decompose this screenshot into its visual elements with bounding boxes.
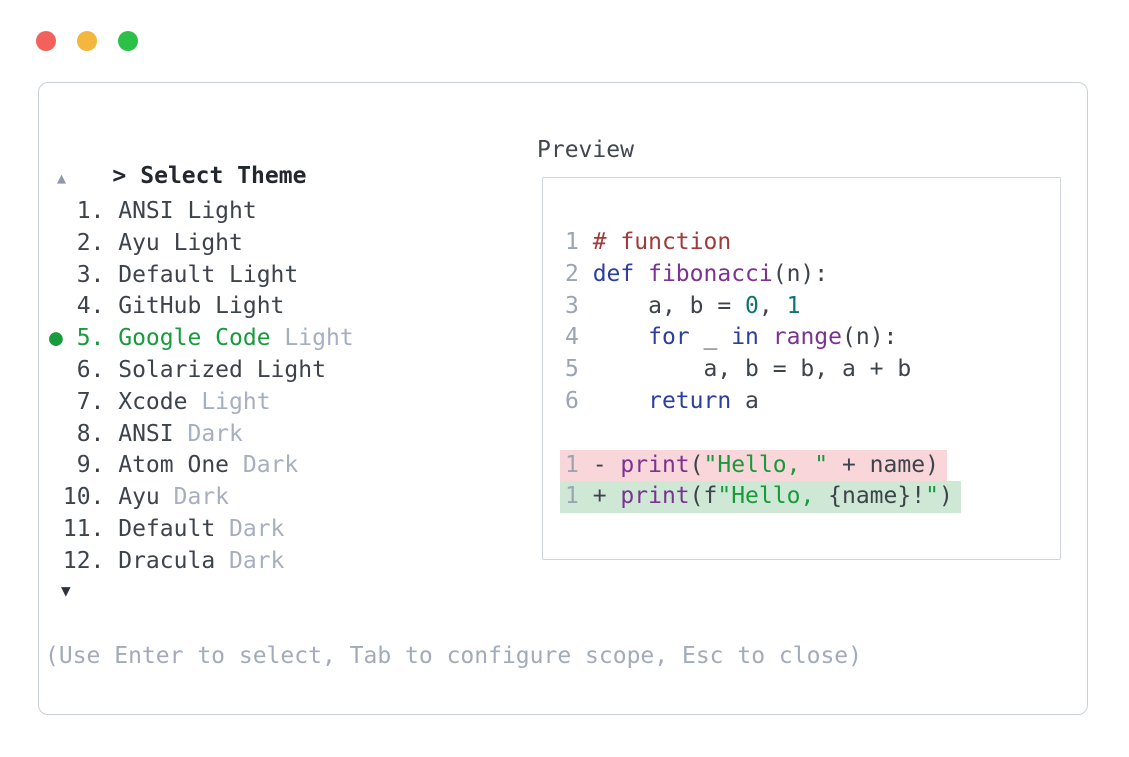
theme-option-4[interactable]: 4. GitHub Light (49, 291, 354, 323)
theme-list: 1. ANSI Light 2. Ayu Light 3. Default Li… (49, 196, 354, 578)
dialog-title: Select Theme (140, 163, 307, 189)
code-token-st: "Hello, " (703, 451, 829, 478)
code-line-2: 2 def fibonacci(n): (565, 259, 828, 291)
code-token-fn: print (620, 451, 690, 478)
theme-option-label: ● 5. Google Code (49, 325, 285, 352)
theme-option-12[interactable]: 12. Dracula Dark (49, 546, 354, 578)
code-token-pl: + name) (828, 451, 939, 478)
code-line-6: 6 return a (565, 386, 759, 418)
code-token-pl: a, b = b, a + b (592, 356, 912, 383)
theme-option-label: 11. Default (49, 515, 230, 542)
theme-variant-suffix: Dark (229, 547, 285, 574)
code-token-pl: {name} (828, 483, 912, 510)
code-token-fn: print (620, 483, 690, 510)
theme-option-11[interactable]: 11. Default Dark (49, 514, 354, 546)
code-token-nm: 0 (745, 292, 759, 319)
code-token-ln: 1 (565, 483, 593, 510)
window-controls (36, 31, 138, 51)
theme-variant-suffix: Dark (173, 484, 230, 511)
diff-removed-line: 1 - print("Hello, " + name) (560, 449, 947, 482)
code-token-pl: - (592, 451, 621, 478)
code-token-kw: in (731, 324, 759, 351)
code-token-pl: ( (689, 451, 704, 478)
code-token-pl: , (758, 292, 787, 319)
theme-variant-suffix: Dark (229, 515, 285, 542)
minimize-window-button[interactable] (77, 31, 97, 51)
code-token-st: "Hello, (717, 483, 829, 510)
help-text: (Use Enter to select, Tab to configure s… (45, 643, 862, 669)
code-token-pl: _ (689, 324, 732, 351)
theme-option-label: 4. GitHub Light (49, 293, 285, 320)
code-token-pl: (n): (772, 260, 829, 287)
code-line-4: 4 for _ in range(n): (565, 322, 897, 354)
theme-option-label: 9. Atom One (49, 452, 243, 479)
code-line-7 (565, 418, 579, 450)
code-token-pl (759, 324, 773, 350)
code-line-3: 3 a, b = 0, 1 (565, 291, 800, 323)
theme-option-6[interactable]: 6. Solarized Light (49, 355, 354, 387)
code-token-ln: 1 (565, 451, 593, 478)
code-token-pl: (n): (842, 324, 898, 351)
code-token-pl: + (592, 483, 621, 510)
code-token-fn: range (772, 324, 842, 351)
scroll-down-indicator-icon[interactable]: ▼ (61, 581, 71, 600)
theme-option-5[interactable]: ● 5. Google Code Light (49, 323, 354, 355)
code-token-pl (634, 261, 648, 287)
scroll-up-indicator-icon[interactable]: ▲ (57, 169, 67, 187)
theme-option-label: 10. Ayu (49, 484, 174, 511)
theme-option-label: 6. Solarized Light (49, 356, 326, 383)
theme-option-10[interactable]: 10. Ayu Dark (49, 482, 354, 514)
code-token-ln: 3 (565, 292, 593, 319)
theme-variant-suffix: Light (201, 388, 271, 415)
code-token-st: " (925, 483, 939, 510)
code-token-nm: 1 (786, 292, 801, 319)
theme-option-label: 2. Ayu Light (49, 229, 243, 256)
code-line-5: 5 a, b = b, a + b (565, 354, 911, 386)
theme-variant-suffix: Light (284, 325, 354, 352)
prompt-caret-icon: > (112, 163, 127, 189)
code-token-ln: 1 (565, 229, 593, 255)
code-token-kw: def (592, 260, 635, 287)
code-token-ln: 5 (565, 356, 593, 383)
code-line-1: 1 # function (565, 227, 731, 259)
theme-option-label: 3. Default Light (49, 261, 299, 288)
code-token-pl (593, 388, 648, 414)
theme-option-9[interactable]: 9. Atom One Dark (49, 450, 354, 482)
theme-option-3[interactable]: 3. Default Light (49, 260, 354, 292)
diff-added-line: 1 + print(f"Hello, {name}!") (560, 481, 961, 514)
code-token-pl: a (731, 387, 759, 414)
maximize-window-button[interactable] (118, 31, 138, 51)
theme-option-1[interactable]: 1. ANSI Light (49, 196, 354, 228)
code-token-ln: 6 (565, 387, 593, 414)
preview-label: Preview (537, 137, 634, 163)
code-token-pl: ) (938, 483, 953, 510)
code-token-pl: ! (911, 483, 926, 510)
theme-option-8[interactable]: 8. ANSI Dark (49, 419, 354, 451)
theme-option-label: 1. ANSI Light (49, 198, 257, 224)
theme-picker-dialog: > Select Theme Preview ▲ 1. ANSI Light 2.… (38, 82, 1088, 715)
theme-option-2[interactable]: 2. Ayu Light (49, 228, 354, 260)
theme-option-label: 12. Dracula (49, 547, 230, 574)
code-token-ln: 4 (565, 324, 593, 351)
code-token-pl: a, b = (592, 292, 746, 319)
code-token-pl (593, 324, 648, 350)
dialog-prompt: > Select Theme (57, 137, 306, 215)
theme-option-label: 8. ANSI (49, 420, 188, 447)
close-window-button[interactable] (36, 31, 56, 51)
code-token-cm: # function (592, 229, 732, 255)
code-token-pl: (f (689, 483, 718, 510)
theme-variant-suffix: Dark (242, 452, 299, 479)
code-token-fn: fibonacci (648, 260, 773, 287)
theme-option-7[interactable]: 7. Xcode Light (49, 387, 354, 419)
code-token-kw: return (648, 387, 732, 414)
code-token-ln: 2 (565, 260, 593, 287)
code-token-kw: for (648, 324, 690, 351)
theme-option-label: 7. Xcode (49, 388, 202, 415)
theme-variant-suffix: Dark (187, 420, 243, 447)
